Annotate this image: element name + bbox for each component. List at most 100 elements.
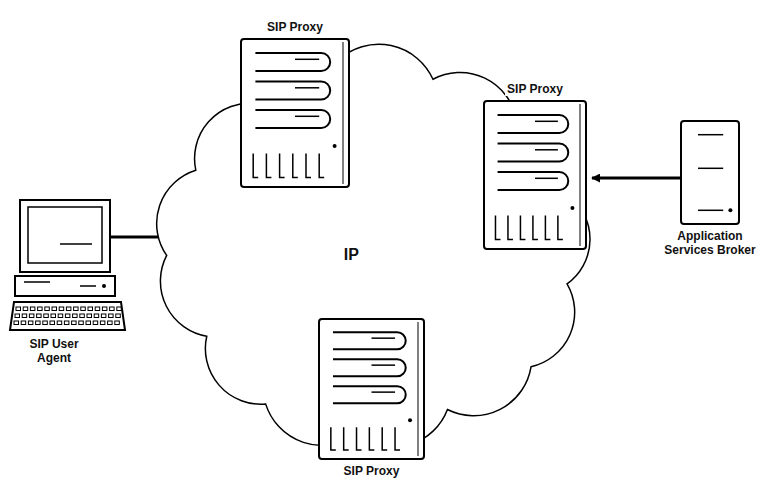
key bbox=[74, 307, 79, 311]
node-label: SIP Proxy bbox=[505, 82, 565, 96]
vent-slot bbox=[253, 154, 258, 178]
key bbox=[52, 307, 57, 311]
key bbox=[80, 314, 85, 318]
bay-slot bbox=[295, 116, 319, 118]
key bbox=[66, 307, 71, 311]
key bbox=[14, 321, 19, 325]
key bbox=[30, 307, 35, 311]
key bbox=[58, 314, 63, 318]
drive-bay bbox=[333, 359, 406, 376]
vent-slot bbox=[508, 216, 513, 240]
key bbox=[15, 314, 20, 318]
proxy-server: SIP Proxy bbox=[483, 100, 587, 250]
key bbox=[86, 321, 91, 325]
broker-case bbox=[681, 121, 739, 224]
key bbox=[110, 307, 115, 311]
server-icon bbox=[240, 38, 350, 188]
server-case bbox=[241, 39, 349, 187]
drive-bay bbox=[255, 82, 330, 100]
server-case bbox=[319, 319, 424, 459]
drive-bay bbox=[333, 386, 406, 403]
drive-bay bbox=[333, 332, 406, 349]
drive-bay bbox=[498, 115, 569, 133]
key bbox=[101, 314, 106, 318]
bay-slot bbox=[535, 121, 558, 123]
key bbox=[57, 321, 62, 325]
key bbox=[44, 314, 49, 318]
drive-bay bbox=[498, 172, 569, 190]
key bbox=[93, 321, 98, 325]
vent-slot bbox=[369, 427, 374, 450]
vent-slot bbox=[495, 216, 500, 240]
broker-icon bbox=[680, 120, 740, 225]
vent-slot bbox=[545, 216, 550, 240]
bay-slot bbox=[295, 87, 319, 89]
pc-icon bbox=[20, 200, 110, 292]
key bbox=[37, 314, 42, 318]
key bbox=[65, 314, 70, 318]
proxy-server: SIP Proxy bbox=[318, 318, 425, 460]
key bbox=[117, 307, 122, 311]
key bbox=[109, 314, 114, 318]
key bbox=[115, 321, 120, 325]
monitor bbox=[20, 200, 110, 272]
vent-slot bbox=[306, 154, 311, 178]
key bbox=[64, 321, 69, 325]
vent-slot bbox=[395, 427, 400, 450]
vent-slot bbox=[331, 427, 336, 450]
system-unit bbox=[15, 276, 115, 296]
power-led bbox=[333, 144, 337, 148]
key bbox=[36, 321, 41, 325]
case-edge bbox=[418, 322, 419, 456]
bay-slot bbox=[372, 391, 396, 393]
server-case bbox=[484, 101, 586, 249]
vent-slot bbox=[520, 216, 525, 240]
screen-line bbox=[60, 243, 92, 245]
node-label: SIP User Agent bbox=[12, 337, 96, 365]
key bbox=[23, 307, 28, 311]
key bbox=[59, 307, 64, 311]
proxy-server: SIP Proxy bbox=[240, 38, 350, 188]
request-arrow bbox=[592, 177, 680, 180]
drive-slot bbox=[80, 285, 96, 287]
key bbox=[38, 307, 43, 311]
drive-bay bbox=[255, 110, 330, 128]
key bbox=[79, 321, 84, 325]
vent-slot bbox=[280, 154, 285, 178]
screen bbox=[28, 207, 102, 263]
vent-slot bbox=[382, 427, 387, 450]
bay-slot bbox=[535, 178, 558, 180]
key bbox=[108, 321, 113, 325]
node-label: Application Services Broker bbox=[656, 229, 764, 257]
broker-slot bbox=[698, 210, 723, 212]
vent-slot bbox=[357, 427, 362, 450]
power-led bbox=[728, 208, 732, 212]
drive-bay bbox=[498, 144, 569, 162]
key bbox=[51, 314, 56, 318]
vent-slot bbox=[293, 154, 298, 178]
drive-slot bbox=[24, 281, 50, 283]
bay-slot bbox=[372, 364, 396, 366]
network-label: IP bbox=[342, 246, 361, 264]
key bbox=[21, 321, 26, 325]
key bbox=[102, 307, 107, 311]
vent-slot bbox=[533, 216, 538, 240]
cloud-outline bbox=[157, 44, 590, 447]
vent-slot bbox=[266, 154, 271, 178]
drive-bay bbox=[255, 53, 330, 71]
vent-slot bbox=[319, 154, 324, 178]
broker-slot bbox=[698, 168, 723, 170]
key bbox=[95, 307, 100, 311]
keyboard bbox=[10, 302, 125, 330]
key bbox=[43, 321, 48, 325]
node-label: SIP Proxy bbox=[342, 464, 402, 478]
broker-server: Application Services Broker bbox=[680, 120, 740, 225]
power-led bbox=[570, 206, 574, 210]
bay-slot bbox=[372, 337, 396, 339]
key bbox=[45, 307, 50, 311]
key bbox=[73, 314, 78, 318]
server-icon bbox=[483, 100, 587, 250]
broker-slot bbox=[698, 134, 723, 136]
vent-slot bbox=[558, 216, 563, 240]
